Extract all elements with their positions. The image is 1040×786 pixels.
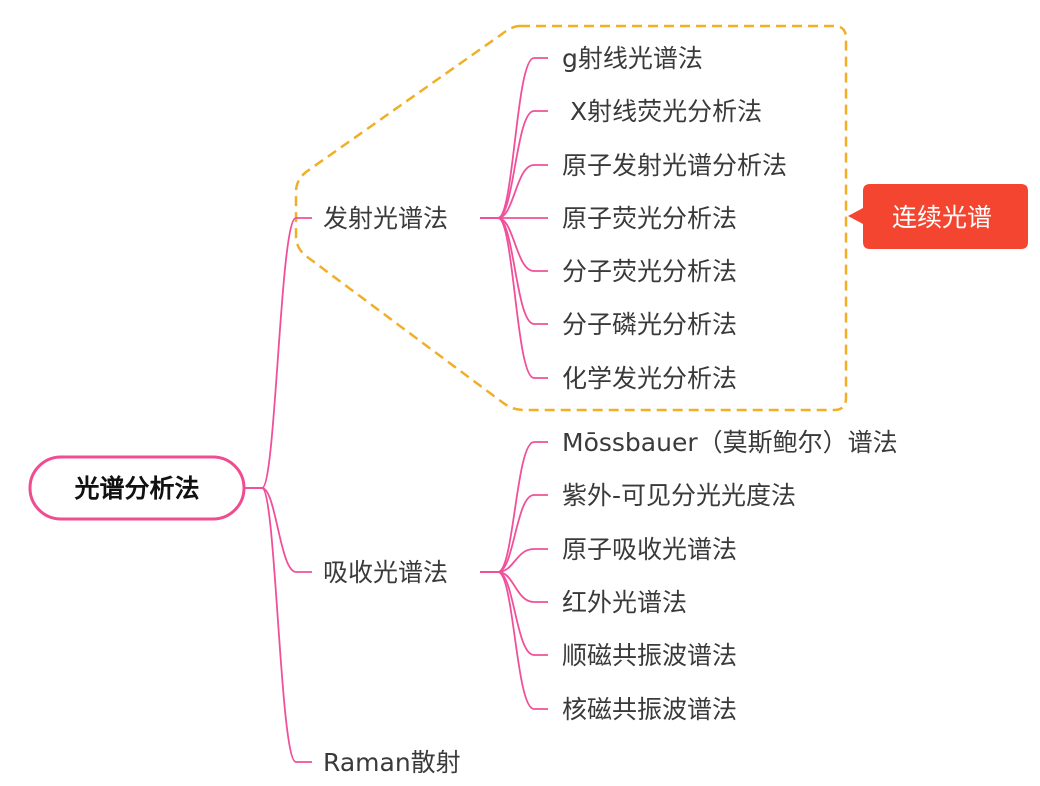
root-connectors: [244, 217, 312, 763]
leaf-mossbauer[interactable]: Mōssbauer（莫斯鲍尔）谱法: [562, 428, 898, 457]
root-connector-raman: [244, 487, 312, 763]
root-connector-emission: [244, 217, 312, 489]
emission-connectors: [480, 57, 548, 379]
leaf-molecular-phosphorescence[interactable]: 分子磷光分析法: [562, 310, 737, 339]
leaf-atomic-emission[interactable]: 原子发射光谱分析法: [562, 151, 787, 180]
leaf-gamma-ray-spectrometry[interactable]: g射线光谱法: [562, 44, 703, 73]
leaf-uv-vis[interactable]: 紫外-可见分光光度法: [562, 481, 796, 510]
leaf-xray-fluorescence[interactable]: X射线荧光分析法: [562, 97, 762, 126]
root-node[interactable]: 光谱分析法: [28, 455, 246, 521]
branch-emission[interactable]: 发射光谱法: [323, 204, 448, 233]
callout-box: [848, 184, 1028, 249]
root-node-label: 光谱分析法: [73, 474, 199, 503]
root-node-box: [28, 455, 246, 521]
emission-boundary: [294, 24, 848, 412]
branch-raman[interactable]: Raman散射: [323, 748, 461, 777]
leaf-atomic-absorption[interactable]: 原子吸收光谱法: [562, 535, 737, 564]
leaf-epr[interactable]: 顺磁共振波谱法: [562, 641, 737, 670]
leaf-infrared[interactable]: 红外光谱法: [562, 588, 687, 617]
root-connector-absorption: [244, 487, 312, 573]
branch-absorption[interactable]: 吸收光谱法: [323, 558, 448, 587]
leaf-chemiluminescence[interactable]: 化学发光分析法: [562, 364, 737, 393]
callout-continuous-spectrum[interactable]: 连续光谱: [848, 184, 1028, 249]
absorption-connectors: [480, 441, 548, 710]
callout-label: 连续光谱: [892, 203, 992, 232]
leaf-molecular-fluorescence[interactable]: 分子荧光分析法: [562, 257, 737, 286]
leaf-nmr[interactable]: 核磁共振波谱法: [562, 695, 737, 724]
leaf-atomic-fluorescence[interactable]: 原子荧光分析法: [562, 204, 737, 233]
